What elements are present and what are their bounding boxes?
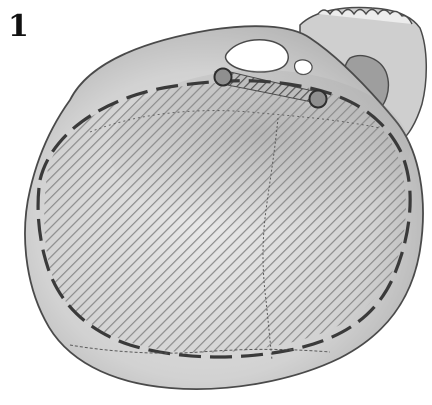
right-marker-icon <box>310 91 327 108</box>
left-marker-icon <box>215 69 232 86</box>
hatched-region <box>44 82 406 353</box>
small-foramen <box>295 60 313 75</box>
